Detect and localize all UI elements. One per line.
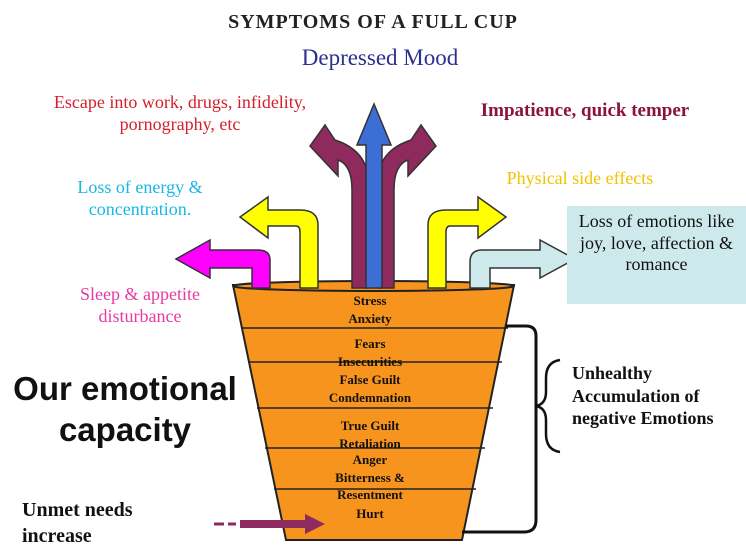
cup-layer-true-guilt: True Guilt Retaliation [339,418,401,451]
label-loss-of-emotions: Loss of emotions like joy, love, affecti… [578,211,735,275]
blue-arrow [355,102,393,289]
yellow-arrow-right [427,195,508,289]
cup-layer-dividers [241,327,508,490]
diagram-title: SYMPTOMS OF A FULL CUP [228,11,518,33]
label-unmet-needs: Unmet needs increase [22,499,133,547]
cup-layer-anger: Anger Bitterness & Resentment [335,452,405,503]
label-escape: Escape into work, drugs, infidelity, por… [53,92,307,134]
cup-layer-hurt: Hurt [356,506,384,521]
label-sleep-appetite: Sleep & appetite disturbance [80,284,200,326]
label-impatience: Impatience, quick temper [480,100,690,121]
input-arrow [240,514,325,534]
lightblue-arrow [469,238,577,289]
curly-brace [535,358,561,454]
cup-layer-false-guilt: False Guilt Condemnation [328,372,412,405]
cup-side-bracket [462,324,538,534]
label-loss-of-energy: Loss of energy & concentration. [77,177,203,219]
cup-layer-fears: Fears Insecurities [337,336,403,369]
label-unhealthy-accumulation: Unhealthy Accumulation of negative Emoti… [572,363,714,428]
magenta-arrow [174,238,271,289]
yellow-arrow-left [238,195,319,289]
label-emotional-capacity: Our emotional capacity [13,370,237,449]
maroon-arrow-left [309,123,370,289]
label-depressed-mood: Depressed Mood [301,45,459,70]
label-physical-side-effects: Physical side effects [506,168,654,188]
maroon-arrow-right [376,123,437,289]
cup-layer-stress: Stress Anxiety [348,293,392,326]
loss-of-emotions-box [567,206,746,304]
